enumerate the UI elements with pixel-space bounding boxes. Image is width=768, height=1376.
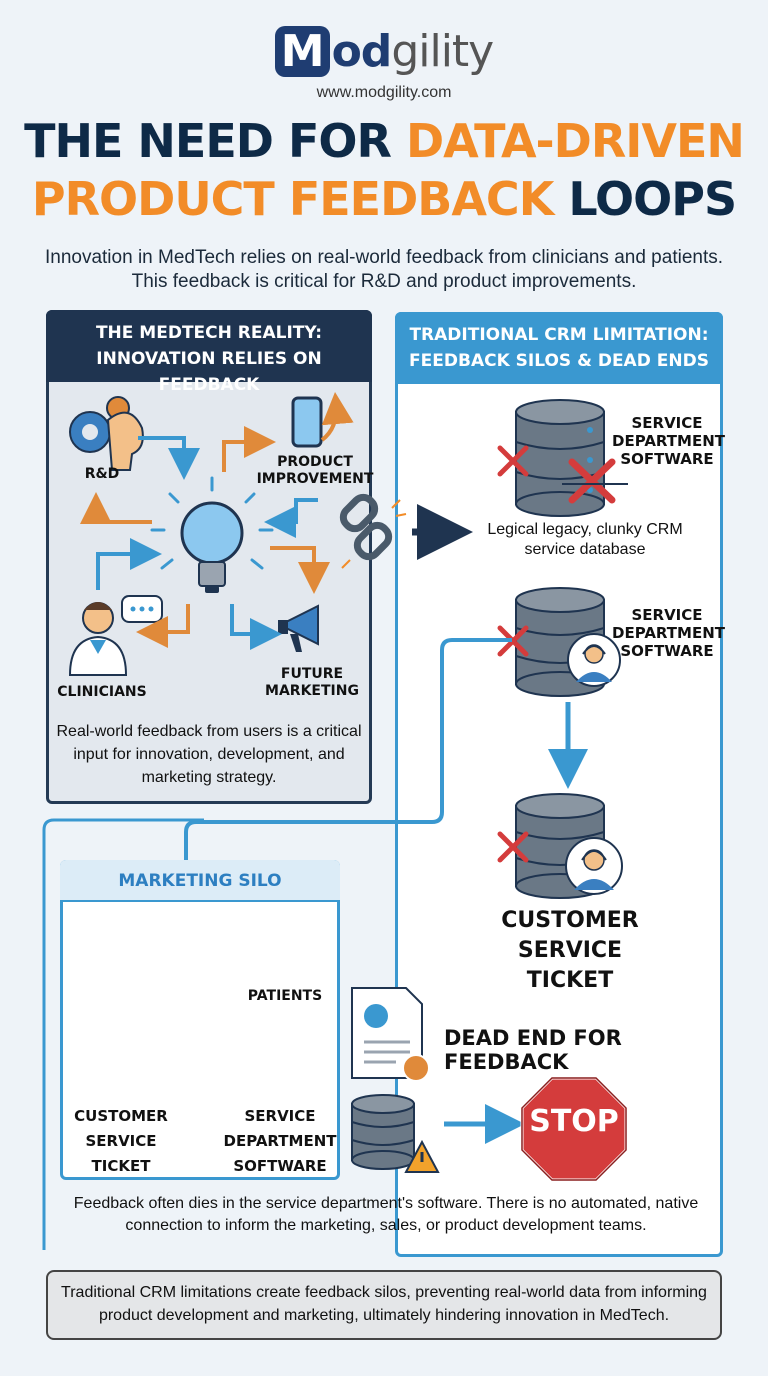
document-question-icon <box>351 987 430 1082</box>
crm-heading-line2: FEEDBACK SILOS & DEAD ENDS <box>409 351 709 371</box>
silo-sds-line3: SOFTWARE <box>233 1157 327 1175</box>
silo-sds-line1: SERVICE <box>244 1107 316 1125</box>
silo-cst-line2: SERVICE <box>85 1132 157 1150</box>
broken-chain-icon <box>339 493 407 569</box>
title-part-2: DATA-DRIVEN <box>405 114 745 168</box>
mobile-device-icon <box>291 392 354 448</box>
logo-gility: gility <box>391 26 494 77</box>
logo-od: od <box>331 26 393 77</box>
crm-heading-line1: TRADITIONAL CRM LIMITATION: <box>409 325 709 345</box>
clinician-icon <box>68 602 128 676</box>
page-title: THE NEED FOR DATA-DRIVEN PRODUCT FEEDBAC… <box>0 112 768 228</box>
silo-cst-line3: TICKET <box>91 1157 151 1175</box>
cst-line1: CUSTOMER SERVICE <box>501 908 639 963</box>
website-url[interactable]: www.modgility.com <box>316 84 452 101</box>
rd-gear-brain-icon <box>69 396 144 471</box>
logo-m: M <box>274 26 330 77</box>
clinicians-label: CLINICIANS <box>57 684 147 700</box>
cst-line2: TICKET <box>526 968 614 993</box>
product-improvement-line1: PRODUCT <box>277 454 353 470</box>
product-improvement-line2: IMPROVEMENT <box>256 471 374 487</box>
stop-text: STOP <box>529 1104 619 1139</box>
headset-agent-icon <box>565 837 623 895</box>
service-software-label-1: SERVICE DEPARTMENT SOFTWARE <box>612 414 725 468</box>
product-improvement-label: PRODUCT IMPROVEMENT <box>250 454 380 488</box>
red-x-icon <box>497 445 529 477</box>
large-red-x-icon <box>568 458 616 504</box>
feedback-cycle-arrows <box>80 426 330 650</box>
silo-sds-label: SERVICE DEPARTMENT SOFTWARE <box>222 1104 338 1179</box>
svc2-line2: DEPARTMENT <box>612 624 725 642</box>
medtech-reality-heading: THE MEDTECH REALITY: INNOVATION RELIES O… <box>46 310 372 395</box>
outer-connector-line <box>42 818 204 1250</box>
red-x-icon <box>497 625 529 657</box>
summary-footer: Traditional CRM limitations create feedb… <box>46 1270 722 1340</box>
chat-bubble-icon <box>121 595 163 623</box>
future-marketing-label: FUTURE MARKETING <box>262 666 362 700</box>
support-agent-icon <box>567 633 621 687</box>
patients-label: PATIENTS <box>247 988 323 1004</box>
medtech-heading-line2: INNOVATION RELIES ON FEEDBACK <box>96 349 322 395</box>
lightbulb-icon <box>150 476 274 593</box>
future-marketing-line2: MARKETING <box>265 683 359 699</box>
dead-end-caption: Feedback often dies in the service depar… <box>73 1195 699 1234</box>
legacy-crm-caption: Legical legacy, clunky CRM service datab… <box>487 521 683 558</box>
rd-label: R&D <box>84 466 120 482</box>
silo-sds-line2: DEPARTMENT <box>223 1132 337 1150</box>
stop-sign-icon <box>520 1076 628 1182</box>
title-part-1: THE NEED FOR <box>24 114 406 168</box>
crm-limitation-heading: TRADITIONAL CRM LIMITATION: FEEDBACK SIL… <box>395 312 723 384</box>
svc1-line1: SERVICE <box>631 414 703 432</box>
customer-service-ticket-label: CUSTOMER SERVICE TICKET <box>450 906 690 996</box>
silo-cst-label: CUSTOMER SERVICE TICKET <box>68 1104 174 1179</box>
megaphone-icon <box>278 604 319 652</box>
service-software-label-2: SERVICE DEPARTMENT SOFTWARE <box>612 606 725 660</box>
crm-database-icon <box>515 399 605 517</box>
title-part-4: LOOPS <box>568 172 737 226</box>
dead-end-label: DEAD END FOR FEEDBACK <box>444 1026 622 1074</box>
intro-text: Innovation in MedTech relies on real-wor… <box>44 247 724 292</box>
svc2-line1: SERVICE <box>631 606 703 624</box>
silo-connector-line <box>184 638 512 866</box>
medtech-caption: Real-world feedback from users is a crit… <box>56 723 362 786</box>
medtech-heading-line1: THE MEDTECH REALITY: <box>95 323 323 343</box>
warning-database-icon <box>351 1094 440 1173</box>
svc2-line3: SOFTWARE <box>620 642 714 660</box>
svc1-line2: DEPARTMENT <box>612 432 725 450</box>
marketing-silo-heading: MARKETING SILO <box>60 860 340 902</box>
svc1-line3: SOFTWARE <box>620 450 714 468</box>
silo-cst-line1: CUSTOMER <box>74 1107 168 1125</box>
title-part-3: PRODUCT FEEDBACK <box>31 172 569 226</box>
red-x-icon <box>497 831 529 863</box>
future-marketing-line1: FUTURE <box>280 666 344 682</box>
